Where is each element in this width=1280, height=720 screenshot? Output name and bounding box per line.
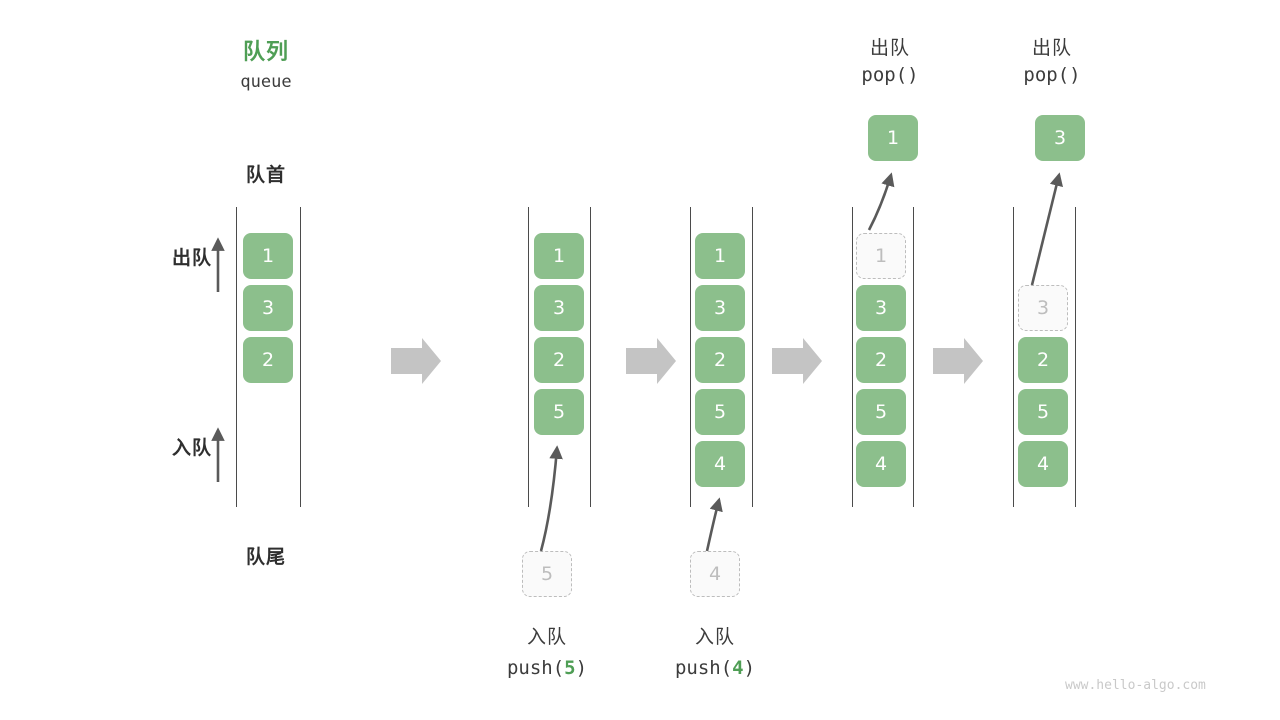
watermark: www.hello-algo.com (1065, 678, 1206, 693)
stage-pop1-rail-left (852, 207, 853, 507)
incoming-ghost-cell: 5 (522, 551, 572, 597)
stage-transition-arrow (772, 338, 822, 384)
pop-3-caption-cn: 出队 (1031, 37, 1072, 59)
cell: 2 (534, 337, 584, 383)
push-5-caption-cn: 入队 (526, 626, 567, 648)
popped-cell: 1 (868, 115, 918, 161)
stage-pop3-rail-right (1075, 207, 1076, 507)
enqueue-direction-label: 入队 (171, 437, 212, 459)
cell: 4 (1018, 441, 1068, 487)
stage-push5-rail-left (528, 207, 529, 507)
cell: 1 (243, 233, 293, 279)
push-4-code-prefix: push( (674, 657, 733, 679)
cell: 5 (534, 389, 584, 435)
cell: 2 (1018, 337, 1068, 383)
rear-label: 队尾 (245, 546, 286, 568)
front-label: 队首 (245, 164, 286, 186)
cell: 1 (695, 233, 745, 279)
push-4-caption-code: push(4) (645, 657, 785, 679)
stage-pop1-rail-right (913, 207, 914, 507)
cell: 2 (856, 337, 906, 383)
push-4-caption-cn: 入队 (694, 626, 735, 648)
cell: 3 (534, 285, 584, 331)
cell: 4 (856, 441, 906, 487)
stage-transition-arrow (391, 338, 441, 384)
stage-initial-rail-right (300, 207, 301, 507)
queue-title-cn: 队列 (242, 40, 289, 65)
stage-initial-rail-left (236, 207, 237, 507)
stage-transition-arrow (626, 338, 676, 384)
pop-1-caption-cn: 出队 (869, 37, 910, 59)
push-5-code-num: 5 (564, 657, 576, 679)
push-4-arrow (705, 497, 723, 552)
cell: 3 (856, 285, 906, 331)
push-5-caption-code: push(5) (477, 657, 617, 679)
cell: 5 (856, 389, 906, 435)
outgoing-ghost-cell: 3 (1018, 285, 1068, 331)
cell: 2 (695, 337, 745, 383)
push-5-arrow (539, 445, 563, 552)
cell: 4 (695, 441, 745, 487)
dequeue-direction-label: 出队 (171, 247, 212, 269)
cell: 3 (695, 285, 745, 331)
cell: 3 (243, 285, 293, 331)
outgoing-ghost-cell: 1 (856, 233, 906, 279)
push-5-code-prefix: push( (506, 657, 565, 679)
push-4-code-num: 4 (732, 657, 744, 679)
incoming-ghost-cell: 4 (690, 551, 740, 597)
push-5-code-suffix: ) (575, 657, 588, 679)
cell: 2 (243, 337, 293, 383)
push-4-code-suffix: ) (743, 657, 756, 679)
cell: 5 (1018, 389, 1068, 435)
stage-push4-rail-left (690, 207, 691, 507)
cell: 1 (534, 233, 584, 279)
pop-1-caption-code: pop() (861, 64, 919, 86)
stage-pop3-rail-left (1013, 207, 1014, 507)
pop-1-arrow (867, 172, 895, 231)
popped-cell: 3 (1035, 115, 1085, 161)
stage-transition-arrow (933, 338, 983, 384)
stage-push4-rail-right (752, 207, 753, 507)
pop-3-arrow (1030, 172, 1063, 286)
queue-title-en: queue (240, 72, 292, 92)
pop-3-caption-code: pop() (1023, 64, 1081, 86)
stage-push5-rail-right (590, 207, 591, 507)
cell: 5 (695, 389, 745, 435)
